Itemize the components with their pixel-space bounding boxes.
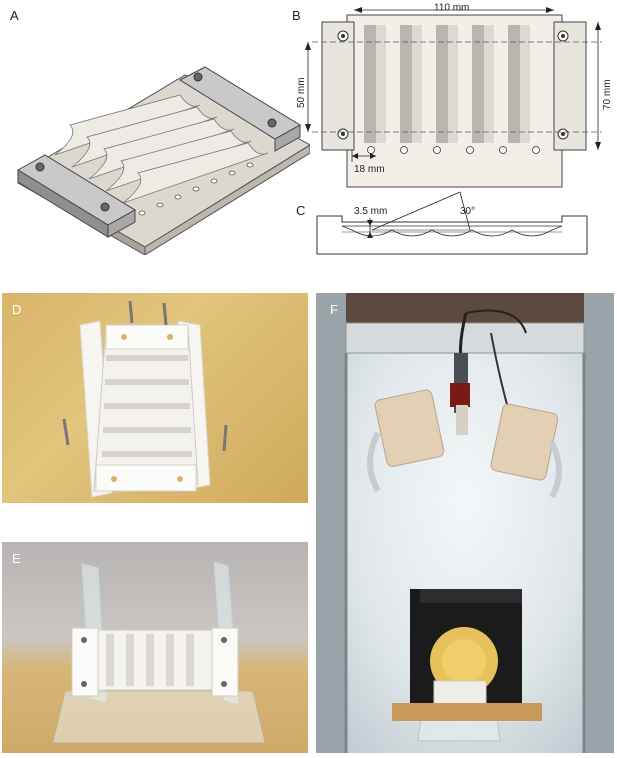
- panel-label-e: E: [12, 551, 21, 566]
- dim-50-label: 50 mm: [296, 77, 307, 108]
- dim-18-label: 18 mm: [354, 164, 385, 175]
- dim-width-label: 110 mm: [434, 3, 469, 14]
- panel-c-side-profile: 3.5 mm 30°: [316, 191, 588, 255]
- panel-f-photo: [316, 293, 614, 753]
- panel-label-d: D: [12, 302, 22, 317]
- panel-d-photo: [2, 293, 308, 503]
- dim-70-label: 70 mm: [602, 79, 613, 110]
- dim-angle-label: 30°: [460, 206, 475, 217]
- panel-b-top-view: 110 mm 50 mm 70 mm 18 mm: [296, 3, 613, 188]
- panel-label-a: A: [10, 8, 19, 23]
- panel-e-photo: [2, 542, 308, 753]
- panel-label-b: B: [292, 8, 301, 23]
- dim-depth-label: 3.5 mm: [354, 206, 387, 217]
- panel-a-isometric-tray: [17, 66, 310, 255]
- panel-label-c: C: [296, 203, 306, 218]
- panel-label-f: F: [330, 302, 338, 317]
